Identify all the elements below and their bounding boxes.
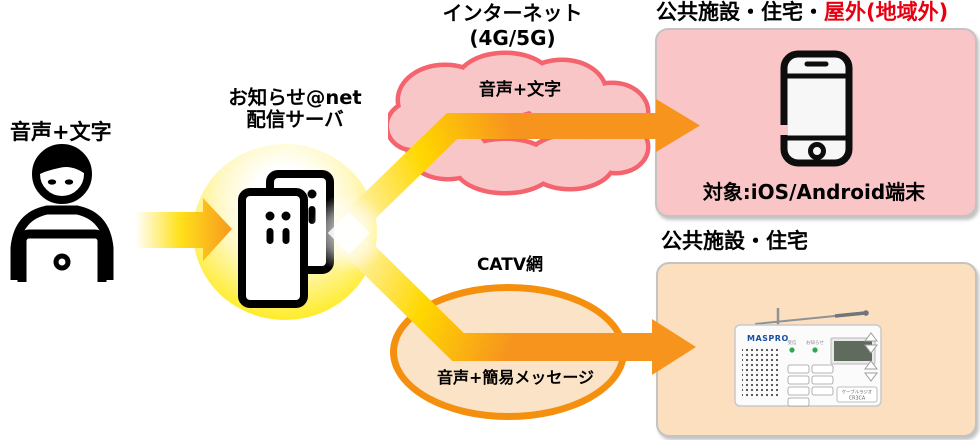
catv-network-ellipse xyxy=(390,284,627,420)
internet-title: インターネット (4G/5G) xyxy=(425,1,600,51)
cable-radio-device: MASPRO 受信 お知らせ ケーブルラジオ CR3C xyxy=(734,308,882,407)
server-label: お知らせ@net 配信サーバ xyxy=(215,87,375,131)
mobile-box-title: 公共施設・住宅・屋外(地域外) xyxy=(656,0,948,24)
mobile-box-title-black: 公共施設・住宅・ xyxy=(656,0,824,24)
person-laptop-icon xyxy=(10,144,114,282)
mobile-box-caption: 対象:iOS/Android端末 xyxy=(702,180,926,204)
source-label: 音声+文字 xyxy=(10,120,112,144)
internet-title-line1: インターネット xyxy=(442,1,583,25)
smartphone-icon xyxy=(778,50,853,167)
server-label-line2: 配信サーバ xyxy=(246,108,344,131)
lcd-display xyxy=(834,341,872,361)
radio-model-line2: CR3CA xyxy=(849,396,866,402)
catv-payload-label: 音声+簡易メッセージ xyxy=(436,368,595,387)
radio-box-title: 公共施設・住宅 xyxy=(661,229,808,253)
radio-brand-text: MASPRO xyxy=(747,334,789,343)
led-receive xyxy=(789,347,795,353)
internet-title-line2: (4G/5G) xyxy=(469,26,556,50)
radio-led1-label: 受信 xyxy=(788,339,797,346)
radio-model-line1: ケーブルラジオ xyxy=(842,389,872,396)
led-notice xyxy=(812,347,818,353)
radio-led1-indicator: お知らせ xyxy=(806,339,824,346)
internet-cloud-shape xyxy=(388,50,651,196)
server-buildings-icon xyxy=(238,170,334,308)
internet-payload-label: 音声+文字 xyxy=(478,80,562,100)
catv-title: CATV網 xyxy=(476,255,544,275)
mobile-box-title-red: 屋外(地域外) xyxy=(824,0,949,24)
server-label-line1: お知らせ@net xyxy=(228,86,362,109)
